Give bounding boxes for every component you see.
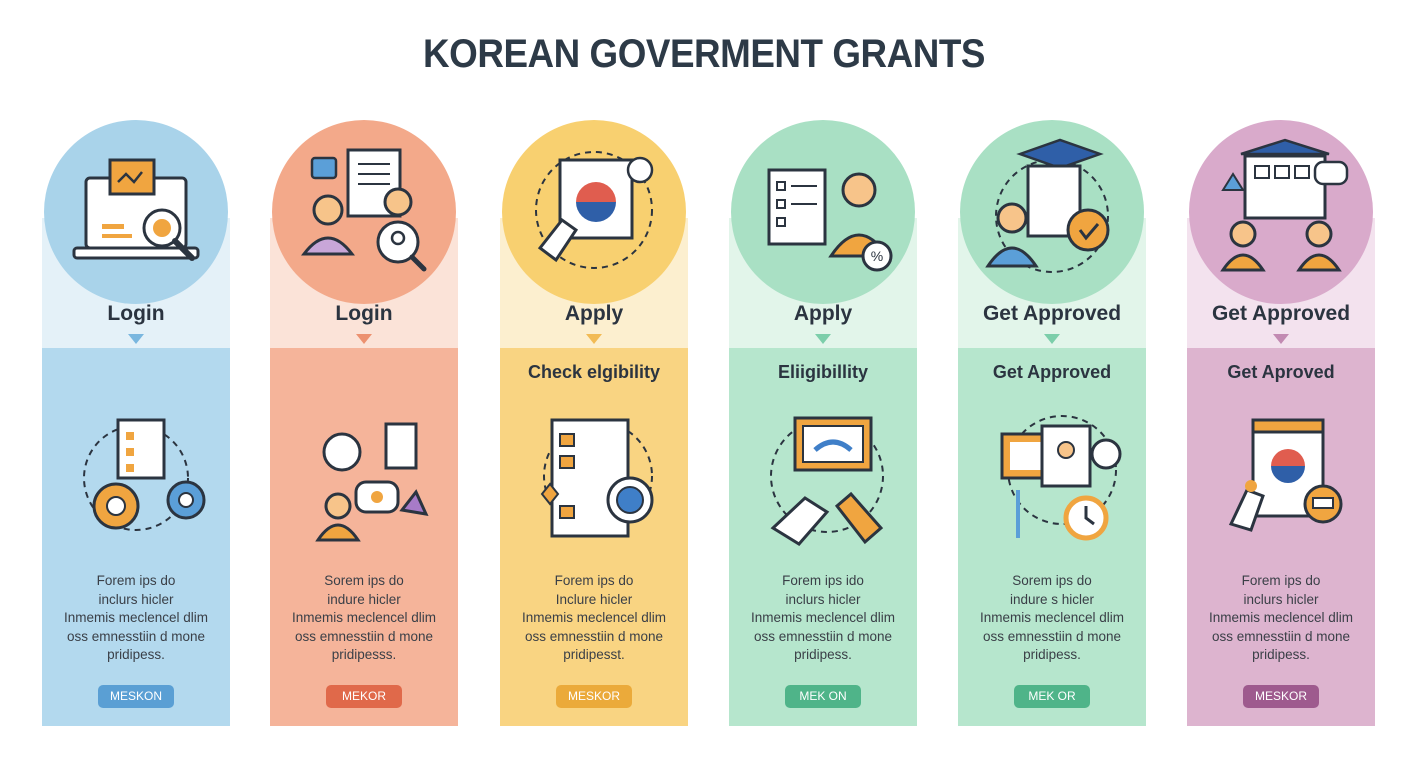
card-action-button[interactable]: MESKOR [556,685,632,708]
card-description-line: Inmemis meclencel dlim [291,610,437,625]
card-subheading: Get Approved [992,362,1112,382]
step-card: Get Approved Get Aproved Forem ips do inc… [1187,120,1375,726]
step-card: % Apply Eliigibillity Forem ips ido inclu… [729,120,917,726]
card-description-line: Inmemis meclencel dlim [750,610,896,625]
card-description-line: oss emnesstiin d mone [524,628,664,644]
card-body-panel [270,348,458,726]
card-action-button[interactable]: MESKON [98,685,174,708]
computer-search-icon [72,158,200,261]
step-card: Get Approved Get Approved Sorem ips do in… [958,120,1146,726]
card-description-line: Inmemis meclencel dlim [63,610,209,625]
chevron-down-icon [356,334,372,344]
certificate-award-icon [1228,418,1343,532]
card-body-panel [42,348,230,726]
step-card: Apply Check elgibility Forem ips do Inclu… [500,120,688,726]
eligibility-checklist-icon [540,418,654,538]
card-description-line: Inclure hicler [555,591,633,607]
card-subheading: Get Aproved [1227,362,1335,382]
card-heading: Login [335,302,393,325]
card-description-line: oss emnesstiin d mone [294,628,434,644]
graduation-person-shield-icon [985,138,1110,273]
page-title: KOREAN GOVERMENT GRANTS [423,32,985,76]
chevron-down-icon [1044,334,1060,344]
svg-text:%: % [871,248,883,264]
card-action-button[interactable]: MESKOR [1243,685,1319,708]
card-description-line: inclurs hicler [1243,591,1319,607]
card-description-line: pridipesst. [563,647,625,662]
card-body-panel [958,348,1146,726]
card-description-line: inclurs hicler [98,591,174,607]
card-description-line: indure s hicler [1009,591,1095,607]
card-icon-circle [502,120,686,304]
card-heading: Apply [564,302,624,325]
users-document-search-icon [300,148,427,272]
card-description-line: Sorem ips do [324,573,404,588]
card-icon-circle [960,120,1144,304]
checklist-person-discount-icon: % [767,168,893,272]
card-description-line: Inmemis meclencel dlim [979,610,1125,625]
card-description-line: Forem ips do [554,573,634,588]
card-description-line: indure hicler [327,591,401,607]
card-subheading: Eliigibillity [777,362,868,382]
card-body-panel [1187,348,1375,726]
card-description-line: Inmemis meclencel dlim [521,610,667,625]
card-description-line: oss emnesstiin d mone [753,628,893,644]
card-icon-circle [1189,120,1373,304]
card-icon-circle [44,120,228,304]
card-body-panel [729,348,917,726]
card-description-line: pridipess. [107,647,165,662]
documents-gears-icon [83,418,206,531]
card-icon-circle: % [731,120,915,304]
card-description-line: pridipess. [1252,647,1310,662]
card-heading: Login [107,302,165,325]
card-description-line: pridipess. [1023,647,1081,662]
card-description-line: oss emnesstiin d mone [982,628,1122,644]
card-description-line: Sorem ips do [1012,573,1092,588]
card-subheading: Check elgibility [527,362,661,382]
card-description-line: oss emnesstiin d mone [66,628,206,644]
profiles-stopwatch-icon [1000,415,1122,541]
chevron-down-icon [815,334,831,344]
card-heading: Apply [793,302,853,325]
korean-flag-hand-icon [535,151,654,269]
chevron-down-icon [1273,334,1289,344]
handshake-document-icon [770,416,884,546]
card-description-line: inclurs hicler [785,591,861,607]
card-description-line: Inmemis meclencel dlim [1208,610,1354,625]
card-description-line: oss emnesstiin d mone [1211,628,1351,644]
chevron-down-icon [128,334,144,344]
card-description-line: Forem ips do [96,573,176,588]
card-heading: Get Approved [1211,302,1351,325]
chevron-down-icon [586,334,602,344]
card-action-button[interactable]: MEK OR [1014,685,1090,708]
card-action-button[interactable]: MEKOR [326,685,402,708]
card-icon-circle [272,120,456,304]
card-action-button[interactable]: MEK ON [785,685,861,708]
government-building-people-icon [1220,138,1349,272]
card-description-line: Forem ips do [1241,573,1321,588]
card-heading: Get Approved [982,302,1122,325]
people-chat-icon [315,422,429,542]
card-description-line: pridipesss. [331,647,397,662]
card-description-line: pridipess. [794,647,852,662]
card-description-line: Forem ips ido [782,573,864,588]
